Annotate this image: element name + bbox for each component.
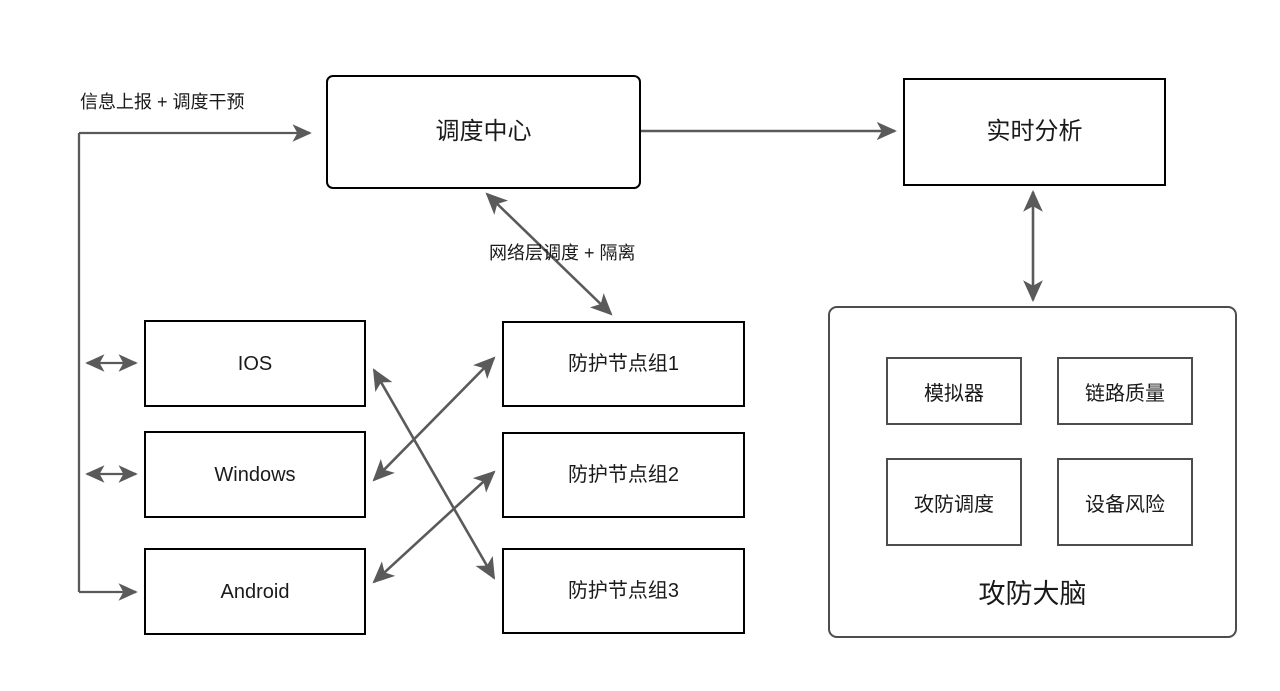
node-guard-group-2-label: 防护节点组2 (567, 464, 680, 486)
edge-label-report-and-intervene: 信息上报 + 调度干预 (80, 92, 245, 112)
node-realtime-analysis-label: 实时分析 (986, 117, 1083, 145)
edge-label-network-scheduling-isolation: 网络层调度 + 隔离 (489, 243, 636, 263)
node-windows-label: Windows (214, 463, 296, 486)
node-guard-group-1-label: 防护节点组1 (567, 353, 680, 375)
node-ios-label: IOS (237, 352, 273, 375)
node-guard-group-1[interactable]: 防护节点组1 (502, 321, 745, 407)
node-android-label: Android (220, 580, 290, 603)
brain-cell-link-quality-label: 链路质量 (1085, 382, 1165, 405)
node-guard-group-3-label: 防护节点组3 (567, 580, 680, 602)
node-realtime-analysis[interactable]: 实时分析 (903, 78, 1166, 186)
brain-cell-device-risk-label: 设备风险 (1085, 493, 1165, 516)
edge-windows-guard1 (372, 356, 496, 482)
node-scheduling-center[interactable]: 调度中心 (326, 75, 641, 189)
panel-attack-defense-brain-title: 攻防大脑 (978, 579, 1087, 609)
node-guard-group-2[interactable]: 防护节点组2 (502, 432, 745, 518)
brain-cell-device-risk[interactable]: 设备风险 (1057, 458, 1193, 546)
brain-cell-simulator[interactable]: 模拟器 (886, 357, 1022, 425)
brain-cell-attack-defense-scheduling-label: 攻防调度 (914, 493, 994, 516)
node-guard-group-3[interactable]: 防护节点组3 (502, 548, 745, 634)
edge-ios-guard3 (372, 368, 496, 580)
brain-cell-link-quality[interactable]: 链路质量 (1057, 357, 1193, 425)
node-windows[interactable]: Windows (144, 431, 366, 518)
node-android[interactable]: Android (144, 548, 366, 635)
node-ios[interactable]: IOS (144, 320, 366, 407)
edge-android-guard2 (372, 470, 496, 584)
brain-cell-simulator-label: 模拟器 (924, 382, 984, 405)
brain-cell-attack-defense-scheduling[interactable]: 攻防调度 (886, 458, 1022, 546)
node-scheduling-center-label: 调度中心 (435, 117, 532, 145)
